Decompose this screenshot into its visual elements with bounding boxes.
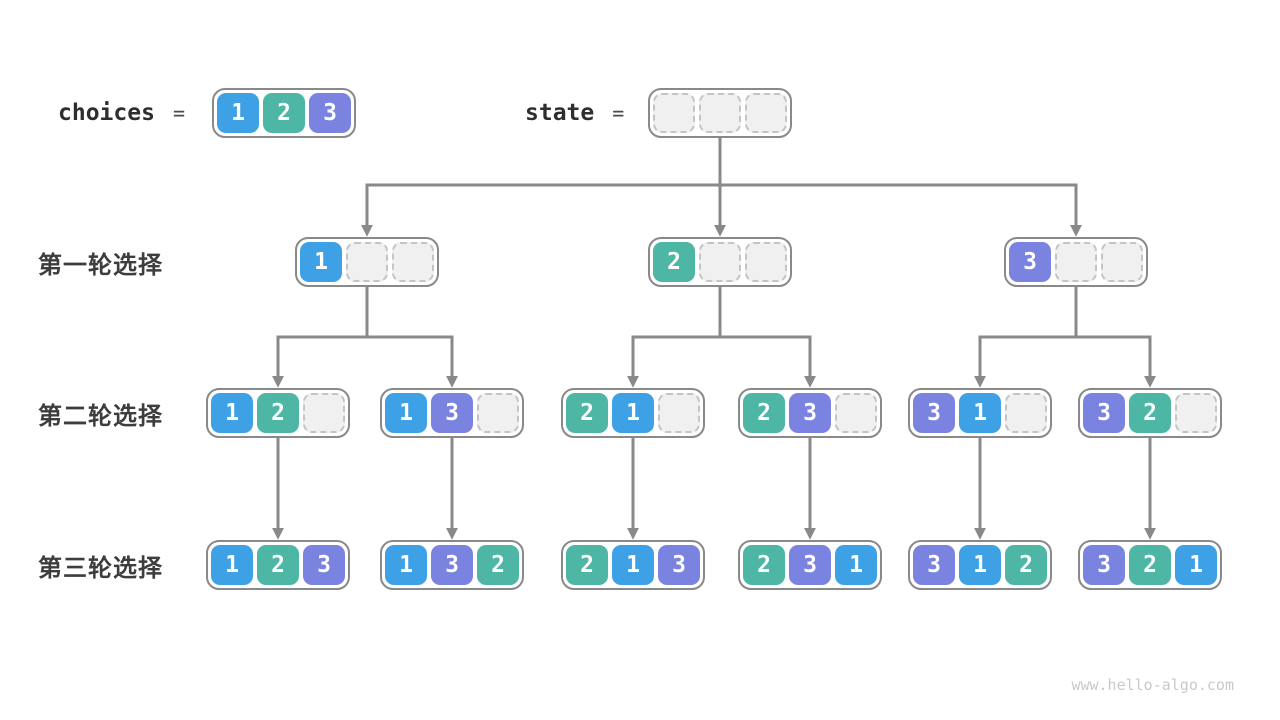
connector-arrow <box>974 287 1078 388</box>
array-cell-2: 2 <box>566 393 608 433</box>
array-cell-2: 2 <box>257 393 299 433</box>
connector-arrow <box>627 287 722 388</box>
array-cell-empty <box>699 242 741 282</box>
array-cell-3: 3 <box>309 93 351 133</box>
connector-arrow <box>272 287 369 388</box>
row-label-round-1: 第一轮选择 <box>38 251 163 279</box>
array-cell-2: 2 <box>263 93 305 133</box>
array-cell-3: 3 <box>431 545 473 585</box>
connector-arrow <box>1076 335 1156 388</box>
array-cell-3: 3 <box>431 393 473 433</box>
array-cell-3: 3 <box>789 545 831 585</box>
watermark: www.hello-algo.com <box>1071 676 1234 694</box>
choices-label: choices <box>58 100 155 126</box>
array-cell-empty <box>653 93 695 133</box>
array-cell-empty <box>1101 242 1143 282</box>
connector-arrow <box>720 183 1082 237</box>
array-cell-3: 3 <box>789 393 831 433</box>
array-cell-empty <box>477 393 519 433</box>
array-cell-empty <box>835 393 877 433</box>
array-cell-1: 1 <box>385 545 427 585</box>
choices-equals-sign: = <box>172 101 185 125</box>
state-node-round1-3: 3 <box>1004 237 1148 287</box>
state-label: state <box>525 100 595 126</box>
state-array-root <box>648 88 792 138</box>
array-cell-2: 2 <box>653 242 695 282</box>
row-label-round-3: 第三轮选择 <box>38 554 163 582</box>
array-cell-1: 1 <box>211 393 253 433</box>
array-cell-empty <box>699 93 741 133</box>
array-cell-1: 1 <box>1175 545 1217 585</box>
array-cell-1: 1 <box>959 545 1001 585</box>
array-cell-empty <box>1055 242 1097 282</box>
state-legend: state = <box>525 88 624 138</box>
array-cell-2: 2 <box>1129 393 1171 433</box>
row-label-round-2: 第二轮选择 <box>38 402 163 430</box>
state-node-round1-1: 1 <box>295 237 439 287</box>
tree-edges <box>272 138 1156 540</box>
array-cell-1: 1 <box>300 242 342 282</box>
array-cell-1: 1 <box>217 93 259 133</box>
array-cell-2: 2 <box>743 393 785 433</box>
array-cell-empty <box>392 242 434 282</box>
array-cell-1: 1 <box>959 393 1001 433</box>
array-cell-3: 3 <box>1009 242 1051 282</box>
connector-arrow <box>361 183 720 237</box>
array-cell-1: 1 <box>385 393 427 433</box>
array-cell-2: 2 <box>743 545 785 585</box>
array-cell-3: 3 <box>913 545 955 585</box>
connector-arrow <box>720 335 816 388</box>
array-cell-empty <box>346 242 388 282</box>
array-cell-2: 2 <box>566 545 608 585</box>
array-cell-3: 3 <box>1083 545 1125 585</box>
array-cell-empty <box>658 393 700 433</box>
connector-arrow <box>367 335 458 388</box>
array-cell-1: 1 <box>211 545 253 585</box>
array-cell-empty <box>303 393 345 433</box>
array-cell-empty <box>1175 393 1217 433</box>
array-cell-1: 1 <box>612 393 654 433</box>
array-cell-3: 3 <box>658 545 700 585</box>
state-equals-sign: = <box>612 101 625 125</box>
array-cell-3: 3 <box>303 545 345 585</box>
array-cell-2: 2 <box>477 545 519 585</box>
array-cell-1: 1 <box>612 545 654 585</box>
array-cell-empty <box>745 93 787 133</box>
choices-legend: choices = <box>58 88 185 138</box>
array-cell-1: 1 <box>835 545 877 585</box>
array-cell-2: 2 <box>257 545 299 585</box>
array-cell-3: 3 <box>1083 393 1125 433</box>
state-node-round1-2: 2 <box>648 237 792 287</box>
array-cell-empty <box>1005 393 1047 433</box>
array-cell-empty <box>745 242 787 282</box>
array-cell-2: 2 <box>1129 545 1171 585</box>
array-cell-2: 2 <box>1005 545 1047 585</box>
array-cell-3: 3 <box>913 393 955 433</box>
